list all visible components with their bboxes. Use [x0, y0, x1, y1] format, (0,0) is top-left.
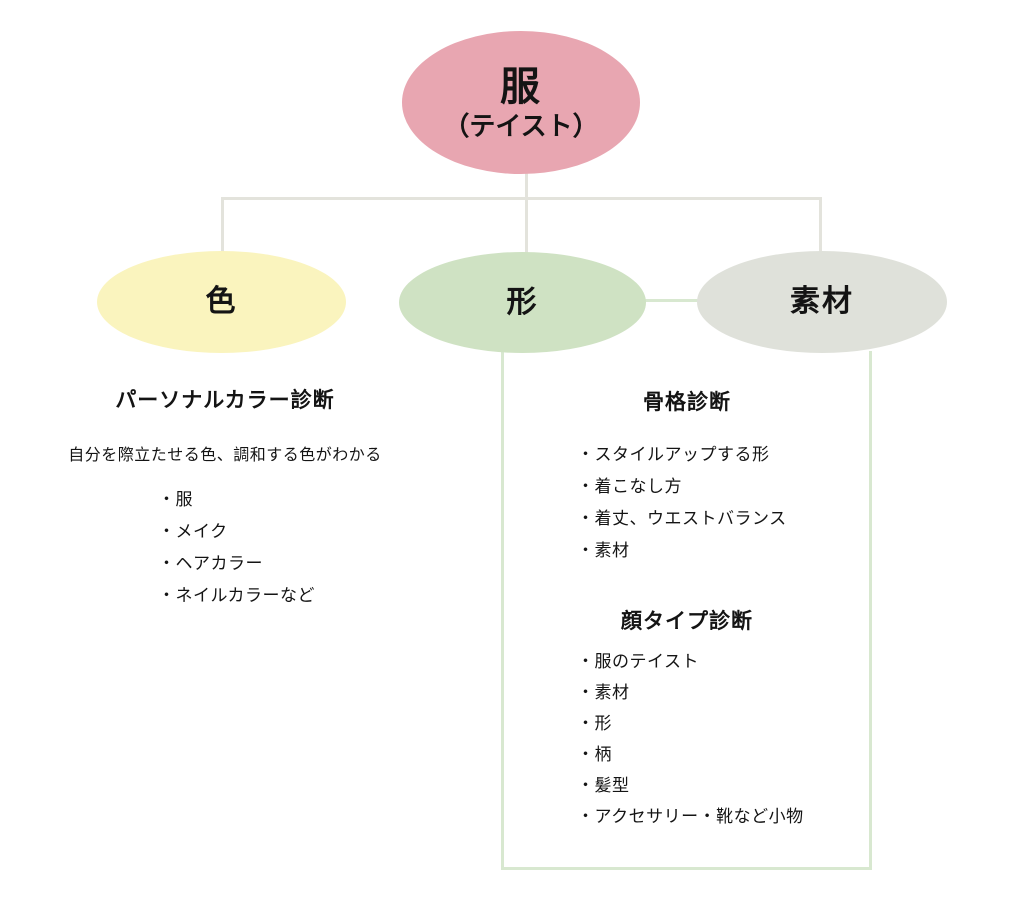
node-color-label: 色: [205, 285, 238, 318]
connector-drop-shape: [525, 197, 528, 255]
list-item: ・髪型: [577, 776, 630, 795]
list-item: ・素材: [577, 541, 630, 560]
node-material-label: 素材: [790, 285, 854, 318]
list-item: ・服のテイスト: [577, 652, 699, 671]
skeletal-diagnosis-list: ・スタイルアップする形 ・着こなし方 ・着丈、ウエストバランス ・素材: [577, 439, 787, 567]
list-item: ・柄: [577, 745, 612, 764]
list-item: ・素材: [577, 683, 630, 702]
list-item: ・着丈、ウエストバランス: [577, 509, 787, 528]
list-item: ・ネイルカラーなど: [158, 586, 315, 605]
list-item: ・メイク: [158, 522, 228, 541]
face-type-diagnosis-list: ・服のテイスト ・素材 ・形 ・柄 ・髪型 ・アクセサリー・靴など小物: [577, 646, 804, 832]
face-type-diagnosis-heading: 顔タイプ診断: [621, 610, 753, 633]
connector-drop-material: [819, 197, 822, 255]
connector-root-stem: [525, 170, 528, 200]
list-item: ・着こなし方: [577, 477, 682, 496]
node-clothes-sublabel: （テイスト）: [443, 110, 599, 141]
connector-shape-material: [644, 299, 700, 302]
node-shape-label: 形: [506, 285, 539, 319]
list-item: ・アクセサリー・靴など小物: [577, 807, 804, 826]
list-item: ・形: [577, 714, 612, 733]
list-item: ・ヘアカラー: [158, 554, 263, 573]
node-clothes-label: 服: [500, 64, 542, 109]
detail-box-left-border: [501, 351, 504, 870]
personal-color-heading: パーソナルカラー診断: [115, 389, 335, 412]
detail-box-right-border: [869, 351, 872, 870]
node-shape: 形: [399, 252, 646, 353]
personal-color-list: ・服 ・メイク ・ヘアカラー ・ネイルカラーなど: [158, 484, 315, 612]
connector-horizontal: [221, 197, 822, 200]
node-color: 色: [97, 251, 346, 353]
node-clothes-root: 服 （テイスト）: [402, 31, 640, 174]
personal-color-description: 自分を際立たせる色、調和する色がわかる: [68, 447, 382, 464]
list-item: ・スタイルアップする形: [577, 445, 770, 464]
detail-box-bottom-border: [501, 867, 872, 870]
list-item: ・服: [158, 490, 193, 509]
connector-drop-color: [221, 197, 224, 255]
skeletal-diagnosis-heading: 骨格診断: [643, 391, 731, 414]
node-material: 素材: [697, 251, 947, 353]
